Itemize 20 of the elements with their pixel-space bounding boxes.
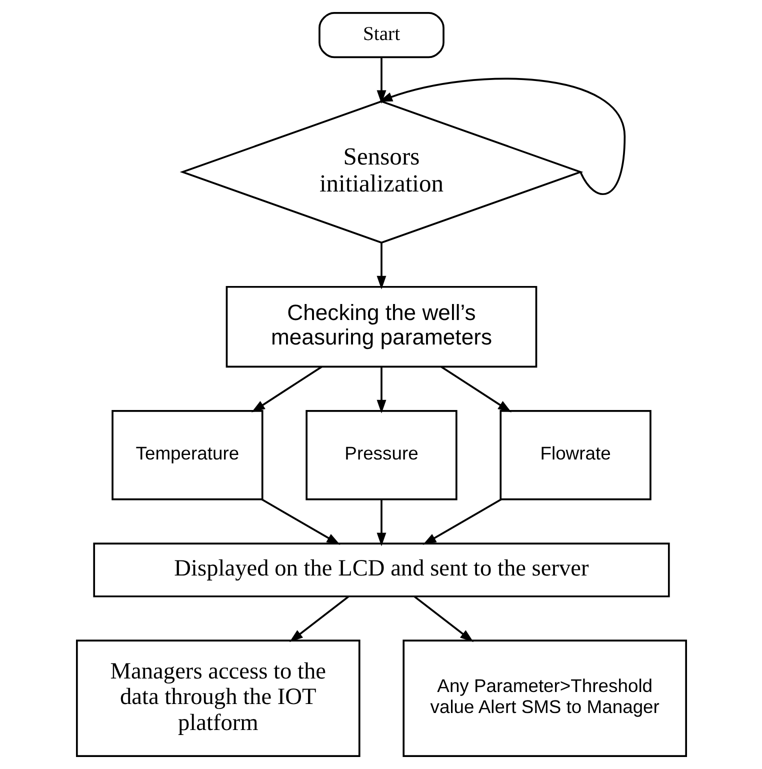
arrow — [260, 498, 340, 545]
node-diamond: Sensors initialization — [179, 100, 583, 244]
node-box: Temperature — [111, 410, 263, 500]
arrow — [378, 78, 626, 195]
node-box: Pressure — [305, 410, 457, 500]
arrow — [376, 57, 386, 104]
arrow — [250, 366, 322, 412]
node-box: Checking the well’s measuring parameters — [225, 286, 537, 368]
node-box: Flowrate — [499, 410, 651, 500]
arrow — [376, 242, 386, 290]
arrow — [422, 498, 502, 545]
arrow — [413, 596, 474, 642]
arrow — [288, 596, 349, 642]
node-box: Any Parameter>Threshold value Alert SMS to Manager — [402, 640, 686, 757]
arrow — [440, 366, 512, 412]
arrow — [376, 366, 386, 414]
node-box: Start — [318, 12, 444, 58]
arrow — [376, 499, 386, 546]
node-box: Displayed on the LCD and sent to the server — [92, 542, 670, 598]
node-box: Managers access to the data through the IOT platform — [76, 640, 360, 757]
